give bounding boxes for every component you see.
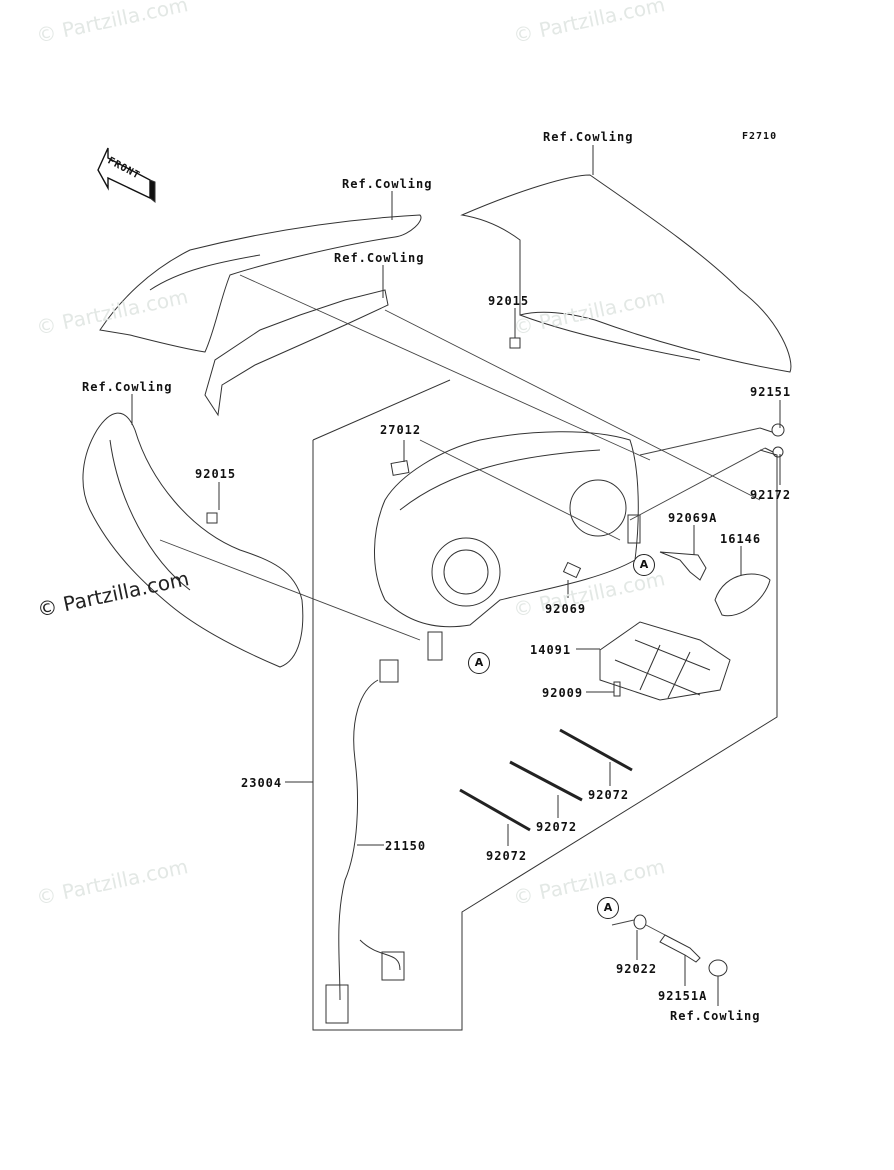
cable-tie-2	[509, 760, 583, 802]
grommet-ref-cowling	[708, 959, 728, 977]
harness-21150	[338, 679, 401, 1001]
part-label-21150[interactable]: 21150	[385, 839, 427, 853]
part-label-16146[interactable]: 16146	[720, 532, 762, 546]
nut-92015-upper	[509, 337, 521, 349]
part-label-92069A[interactable]: 92069A	[668, 511, 718, 525]
part-label-92172[interactable]: 92172	[750, 488, 792, 502]
harness-connector-top	[379, 659, 399, 683]
side-cowling-left	[82, 412, 304, 668]
assembly-boundary	[312, 440, 778, 1031]
ref-cowling-label: Ref.Cowling	[543, 130, 634, 144]
bulb-92069A	[659, 551, 707, 581]
upper-cowling-right	[460, 174, 792, 373]
part-label-92072[interactable]: 92072	[486, 849, 528, 863]
harness-connector-side	[381, 951, 405, 981]
part-label-92069[interactable]: 92069	[545, 602, 587, 616]
callout-a: A	[597, 897, 619, 919]
headlight-low-beam	[431, 537, 501, 607]
headlight-high-beam	[569, 479, 627, 537]
bulb-cap-16146	[714, 573, 771, 617]
front-arrow-icon	[97, 147, 156, 204]
part-label-92022[interactable]: 92022	[616, 962, 658, 976]
callout-a: A	[633, 554, 655, 576]
washer-92022	[633, 914, 647, 930]
assembly-boundary-top	[312, 379, 451, 441]
screw-92151	[759, 423, 785, 437]
figure-code: F2710	[742, 131, 778, 142]
part-label-23004[interactable]: 23004	[241, 776, 283, 790]
ref-cowling-label: Ref.Cowling	[334, 251, 425, 265]
part-label-92151A[interactable]: 92151A	[658, 989, 708, 1003]
cover-14091	[599, 621, 731, 701]
ref-cowling-label: Ref.Cowling	[342, 177, 433, 191]
nut-92015-left	[206, 512, 218, 524]
bolt-92151A	[659, 934, 701, 963]
cable-tie-3	[459, 788, 531, 832]
headlight-connector-right	[627, 514, 641, 544]
part-label-92015[interactable]: 92015	[195, 467, 237, 481]
bolt-92009	[613, 681, 621, 697]
label-plate-27012	[390, 460, 410, 476]
ref-cowling-label: Ref.Cowling	[82, 380, 173, 394]
bulb-92069	[562, 561, 582, 579]
cowling-bracket	[204, 289, 389, 417]
part-label-92072[interactable]: 92072	[588, 788, 630, 802]
callout-a: A	[468, 652, 490, 674]
screw-92172	[764, 446, 784, 458]
harness-connector-bottom	[325, 984, 349, 1024]
ref-cowling-label: Ref.Cowling	[670, 1009, 761, 1023]
part-label-27012[interactable]: 27012	[380, 423, 422, 437]
upper-cowling-left	[99, 214, 422, 353]
part-label-14091[interactable]: 14091	[530, 643, 572, 657]
part-label-92009[interactable]: 92009	[542, 686, 584, 700]
part-label-92151[interactable]: 92151	[750, 385, 792, 399]
part-label-92015[interactable]: 92015	[488, 294, 530, 308]
part-label-92072[interactable]: 92072	[536, 820, 578, 834]
headlight-connector	[427, 631, 443, 661]
cable-tie-1	[559, 728, 633, 772]
